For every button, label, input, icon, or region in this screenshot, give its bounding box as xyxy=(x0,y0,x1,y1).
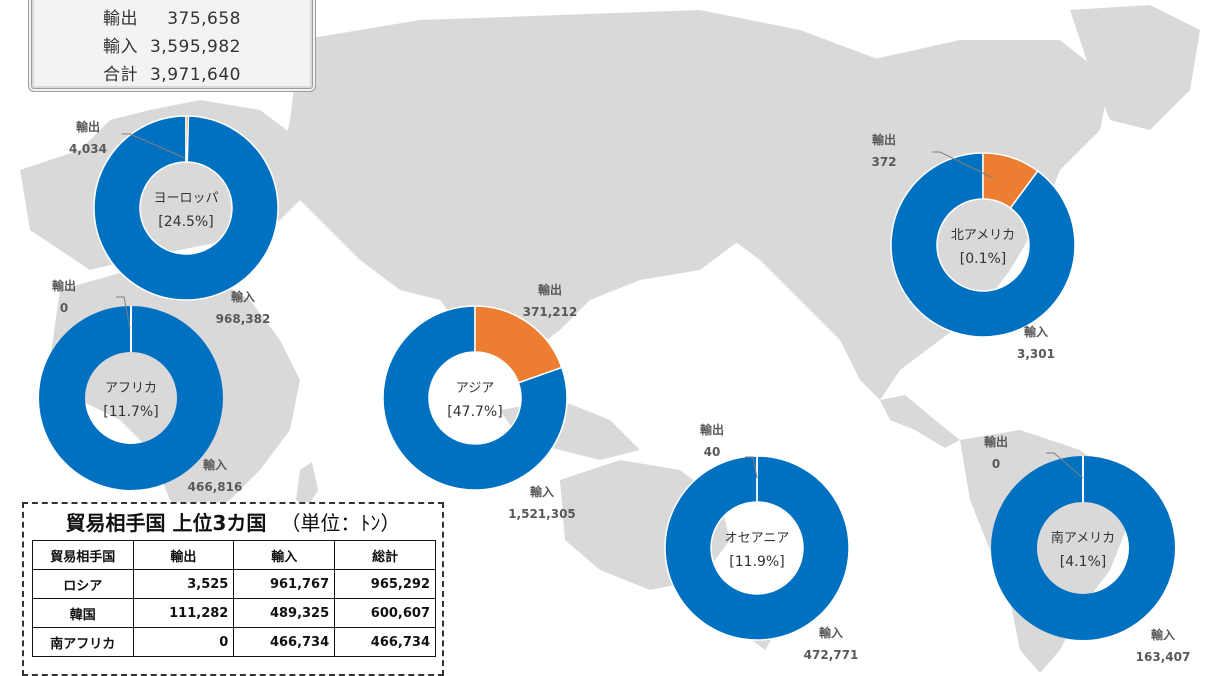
row-country: ロシア xyxy=(33,570,134,599)
export-value: 371,212 xyxy=(523,305,578,319)
export-label: 輸出 xyxy=(52,278,76,293)
export-label: 輸出 xyxy=(984,434,1008,449)
region-name: アジア xyxy=(456,381,494,396)
export-value: 4,034 xyxy=(69,142,107,156)
row-export: 111,282 xyxy=(133,599,234,628)
table-row: ロシア 3,525 961,767 965,292 xyxy=(33,570,436,599)
region-share: [47.7%] xyxy=(447,404,502,420)
row-total: 965,292 xyxy=(335,570,436,599)
table-header-row: 貿易相手国 輸出 輸入 総計 xyxy=(33,541,436,570)
region-share: [0.1%] xyxy=(960,251,1007,267)
export-value: 40 xyxy=(704,445,721,459)
table-row: 南アフリカ 0 466,734 466,734 xyxy=(33,628,436,657)
export-label: 輸出 xyxy=(872,132,896,147)
import-label: 輸入 xyxy=(231,289,255,304)
region-share: [11.9%] xyxy=(729,554,784,570)
totals-total-label: 合計 xyxy=(103,60,149,85)
export-value: 0 xyxy=(60,301,68,315)
top-partners-table: 貿易相手国 輸出 輸入 総計 ロシア 3,525 961,767 965,292… xyxy=(32,540,436,657)
region-name: アフリカ xyxy=(105,381,157,396)
region-share: [24.5%] xyxy=(158,214,213,230)
donut-3: アジア [47.7%] xyxy=(383,306,567,490)
row-import: 489,325 xyxy=(234,599,335,628)
row-import: 466,734 xyxy=(234,628,335,657)
row-country: 南アフリカ xyxy=(33,628,134,657)
export-label: 輸出 xyxy=(538,282,562,297)
donut-5: 北アメリカ [0.1%] xyxy=(891,153,1075,337)
import-value: 1,521,305 xyxy=(508,507,576,521)
region-share: [11.7%] xyxy=(103,404,158,420)
region-name: 北アメリカ xyxy=(951,228,1015,243)
totals-export-label: 輸出 xyxy=(103,4,149,29)
row-export: 3,525 xyxy=(133,570,234,599)
totals-export-value: 375,658 xyxy=(149,9,241,29)
donut-2: アフリカ [11.7%] xyxy=(62,306,200,467)
header-export: 輸出 xyxy=(133,541,234,570)
import-value: 968,382 xyxy=(216,312,271,326)
import-label: 輸入 xyxy=(819,625,843,640)
row-import: 961,767 xyxy=(234,570,335,599)
slice-export xyxy=(186,116,188,162)
region-share: [4.1%] xyxy=(1060,554,1107,570)
donut-4: オセアニア [11.9%] xyxy=(665,456,849,640)
header-total: 総計 xyxy=(335,541,436,570)
row-export: 0 xyxy=(133,628,234,657)
row-total: 600,607 xyxy=(335,599,436,628)
region-name: オセアニア xyxy=(725,531,790,546)
donut-6: 南アメリカ [4.1%] xyxy=(1014,456,1152,617)
export-value: 0 xyxy=(992,457,1000,471)
import-label: 輸入 xyxy=(203,457,227,472)
row-country: 韓国 xyxy=(33,599,134,628)
header-partner: 貿易相手国 xyxy=(33,541,134,570)
totals-import-label: 輸入 xyxy=(103,32,149,57)
top-partners-unit: （単位：ﾄﾝ） xyxy=(280,511,400,535)
export-label: 輸出 xyxy=(700,422,724,437)
import-label: 輸入 xyxy=(530,484,554,499)
header-import: 輸入 xyxy=(234,541,335,570)
import-value: 472,771 xyxy=(804,648,859,662)
import-label: 輸入 xyxy=(1151,627,1175,642)
top-partners-title-row: 貿易相手国 上位3カ国 （単位：ﾄﾝ） xyxy=(24,507,442,536)
region-name: ヨーロッパ xyxy=(153,191,218,206)
top-partners-title: 貿易相手国 上位3カ国 xyxy=(66,511,267,535)
import-value: 3,301 xyxy=(1017,347,1055,361)
export-value: 372 xyxy=(871,155,896,169)
import-label: 輸入 xyxy=(1024,324,1048,339)
top-partners-table-box: 貿易相手国 上位3カ国 （単位：ﾄﾝ） 貿易相手国 輸出 輸入 総計 ロシア 3,… xyxy=(22,502,444,676)
totals-total-value: 3,971,640 xyxy=(149,65,241,85)
donut-1: ヨーロッパ [24.5%] xyxy=(94,116,278,300)
import-value: 466,816 xyxy=(188,480,243,494)
table-row: 韓国 111,282 489,325 600,607 xyxy=(33,599,436,628)
row-total: 466,734 xyxy=(335,628,436,657)
totals-import-value: 3,595,982 xyxy=(149,37,241,57)
region-name: 南アメリカ xyxy=(1051,530,1115,546)
import-value: 163,407 xyxy=(1136,650,1191,664)
export-label: 輸出 xyxy=(76,119,100,134)
